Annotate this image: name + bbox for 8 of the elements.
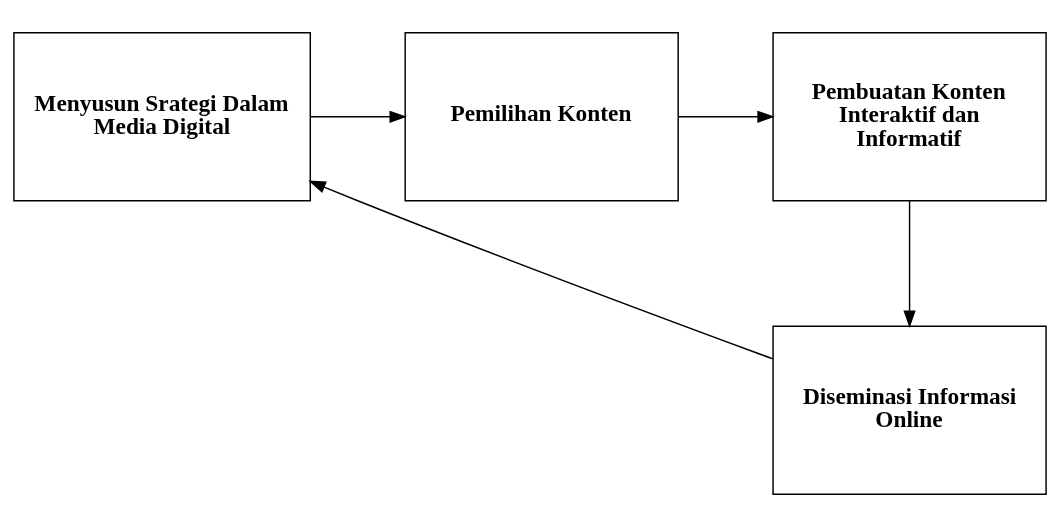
node-box: Menyusun Srategi Dalam Media Digital bbox=[13, 31, 312, 201]
node-box: Pemilihan Konten bbox=[404, 31, 679, 201]
arrow bbox=[309, 110, 407, 123]
node-box: Diseminasi Informasi Online bbox=[772, 325, 1047, 495]
arrow bbox=[903, 199, 916, 328]
arrow bbox=[308, 180, 774, 360]
arrow bbox=[677, 110, 775, 123]
node-box: Pembuatan Konten Interaktif dan Informatif bbox=[772, 31, 1047, 201]
